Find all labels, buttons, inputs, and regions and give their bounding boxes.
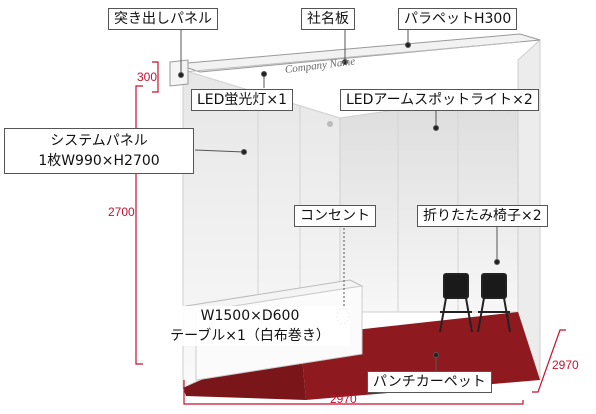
label-table: W1500×D600 テーブル×1（白布巻き） (150, 306, 350, 346)
folding-chair (477, 273, 511, 333)
label-led-light: LED蛍光灯×1 (191, 89, 294, 111)
label-carpet: パンチカーペット (367, 371, 492, 393)
label-chairs: 折りたたみ椅子×2 (417, 205, 548, 227)
label-table-line1: W1500×D600 (200, 308, 300, 324)
parapet-front-edge (182, 41, 521, 73)
leader-lines (178, 28, 500, 371)
dim-parapet-height: 300 (137, 70, 158, 84)
label-system-panel-line1: システムパネル (50, 133, 148, 149)
label-tsukidashi-panel: 突き出しパネル (108, 8, 218, 30)
label-system-panel-line2: 1枚W990×H2700 (38, 153, 160, 169)
folding-chair (439, 273, 473, 333)
dim-panel-height: 2700 (108, 205, 135, 219)
dimension-lines (135, 61, 566, 405)
label-shameiban: 社名板 (301, 8, 355, 30)
dim-depth: 2970 (552, 358, 579, 372)
parapet-frame (175, 33, 541, 73)
dim-width: 2970 (330, 392, 357, 406)
label-system-panel: システムパネル 1枚W990×H2700 (4, 128, 194, 174)
label-led-spot: LEDアームスポットライト×2 (340, 89, 539, 111)
label-table-line2: テーブル×1（白布巻き） (170, 328, 330, 344)
spotlight (327, 121, 333, 127)
label-parapet: パラペットH300 (398, 8, 518, 30)
label-outlet: コンセント (294, 205, 376, 227)
